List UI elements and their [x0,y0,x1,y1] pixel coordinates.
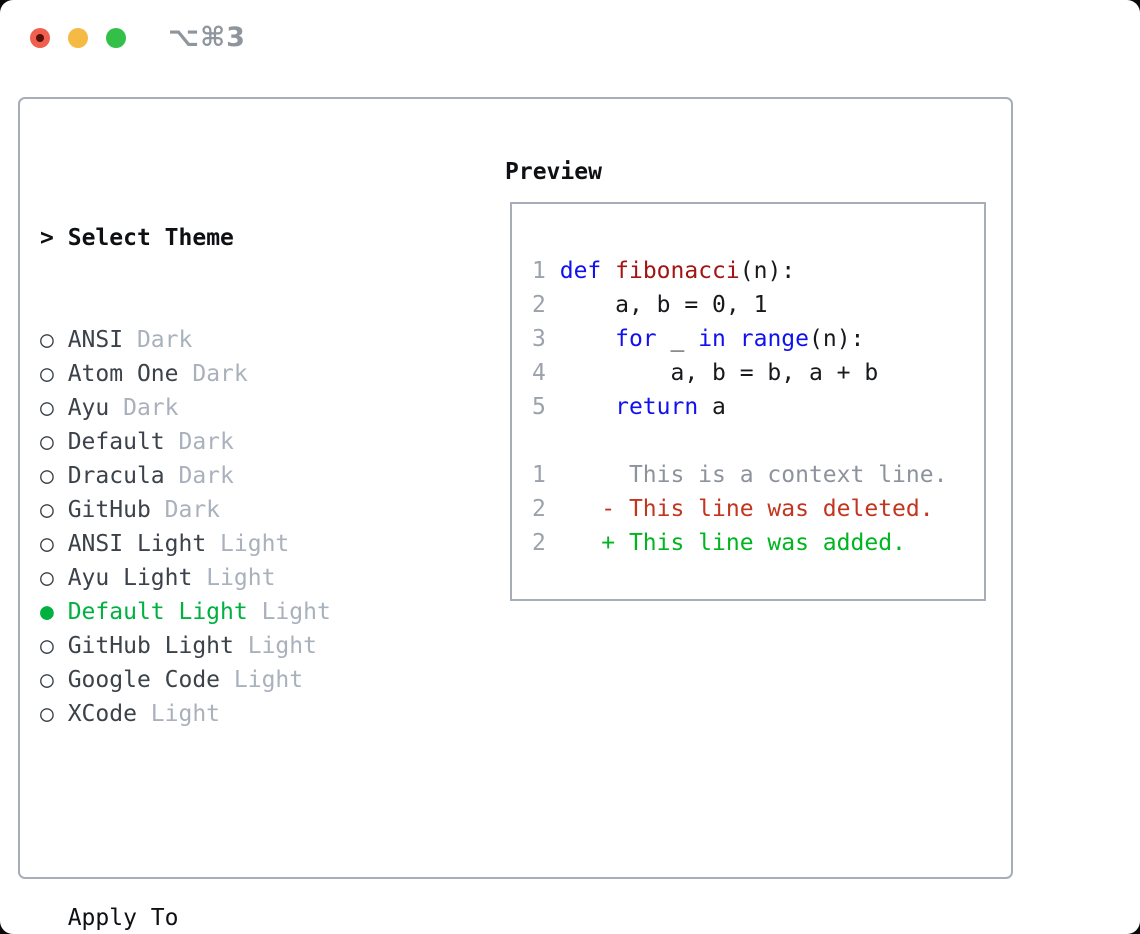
theme-name: Google Code [53,667,234,693]
code-token: return [615,394,699,420]
code-token: def [559,258,602,284]
theme-option-github[interactable]: ○ GitHub Dark [40,493,428,527]
preview-header: Preview [505,159,602,185]
theme-variant: Dark [136,327,193,353]
line-number: 2 [532,530,546,556]
radio-unselected-icon: ○ [40,531,54,557]
code-token: _ [656,326,699,352]
line-number: 2 [532,496,546,522]
radio-unselected-icon: ○ [40,429,54,455]
radio-selected-icon: ● [40,599,54,625]
line-number: 4 [532,360,546,386]
theme-variant: Light [233,667,304,693]
select-theme-header-label: Select Theme [67,225,234,251]
theme-name: ANSI Light [53,531,221,557]
apply-to-header-label: Apply To [67,905,179,931]
line-number: 1 [532,258,546,284]
radio-unselected-icon: ○ [40,463,54,489]
theme-option-xcode[interactable]: ○ XCode Light [40,697,428,731]
focus-caret: > [40,225,54,251]
theme-name: XCode [53,701,151,727]
apply-to-header: Apply To [40,901,428,934]
line-number: 3 [532,326,546,352]
theme-option-ansi-light[interactable]: ○ ANSI Light Light [40,527,428,561]
line-number: 1 [532,462,546,488]
code-token: fibonacci [615,258,740,284]
code-token [560,326,615,352]
theme-options-list: ○ ANSI Dark○ Atom One Dark○ Ayu Dark○ De… [40,323,428,731]
code-token: range [739,326,810,352]
line-number: 5 [532,394,546,420]
theme-variant: Dark [178,463,234,489]
theme-option-ayu-light[interactable]: ○ Ayu Light Light [40,561,428,595]
theme-variant: Dark [178,429,234,455]
theme-variant: Dark [192,361,248,387]
spacer [40,799,428,833]
radio-unselected-icon: ○ [40,395,54,421]
code-token [560,394,615,420]
radio-unselected-icon: ○ [40,361,54,387]
minimize-button[interactable] [68,28,88,48]
zoom-button[interactable] [106,28,126,48]
theme-name: Default [53,429,179,455]
theme-option-dracula[interactable]: ○ Dracula Dark [40,459,428,493]
theme-name: Ayu Light [53,565,207,591]
code-token: a, b = b, a + b [559,360,879,386]
window-title: ⌥⌘3 [168,22,246,53]
preview-box: 1 def fibonacci(n): 2 a, b = 0, 1 3 for … [510,202,986,601]
radio-unselected-icon: ○ [40,497,54,523]
theme-option-ansi[interactable]: ○ ANSI Dark [40,323,428,357]
radio-unselected-icon: ○ [40,633,54,659]
theme-list-column: > Select Theme ○ ANSI Dark○ Atom One Dar… [40,153,428,934]
preview-code: 1 def fibonacci(n): 2 a, b = 0, 1 3 for … [512,204,984,560]
code-token: a [698,394,726,420]
code-token: (n): [739,258,796,284]
code-token: for [615,326,657,352]
close-button[interactable] [30,28,50,48]
theme-variant: Dark [164,497,221,523]
theme-option-github-light[interactable]: ○ GitHub Light Light [40,629,428,663]
theme-option-default[interactable]: ○ Default Dark [40,425,428,459]
theme-variant: Light [220,531,290,557]
code-token [601,258,615,284]
theme-picker-panel: > Select Theme ○ ANSI Dark○ Atom One Dar… [18,97,1013,931]
line-number: 2 [532,292,546,318]
theme-variant: Light [206,565,276,591]
code-token: a, b = 0, 1 [559,292,768,318]
code-token: in [698,326,726,352]
code-token [726,326,740,352]
theme-name: ANSI [53,327,137,353]
select-theme-header: > Select Theme [40,221,428,255]
theme-variant: Light [261,599,331,625]
diff-deleted-text: - This line was deleted. [545,496,934,522]
theme-option-atom-one[interactable]: ○ Atom One Dark [40,357,428,391]
code-token: (n): [809,326,865,352]
radio-unselected-icon: ○ [40,701,54,727]
theme-option-default-light[interactable]: ● Default Light Light [40,595,428,629]
theme-name: Ayu [53,395,124,421]
theme-name: Atom One [53,361,193,387]
theme-variant: Light [150,701,221,727]
theme-name: GitHub [53,497,165,523]
theme-option-ayu[interactable]: ○ Ayu Dark [40,391,428,425]
diff-added-text: + This line was added. [545,530,906,556]
radio-unselected-icon: ○ [40,327,54,353]
titlebar[interactable]: ⌥⌘3 [0,0,1140,78]
theme-name: GitHub Light [53,633,248,659]
theme-name: Default Light [53,599,262,625]
theme-name: Dracula [53,463,179,489]
theme-variant: Dark [123,395,179,421]
radio-unselected-icon: ○ [40,667,54,693]
radio-unselected-icon: ○ [40,565,54,591]
theme-option-google-code[interactable]: ○ Google Code Light [40,663,428,697]
theme-variant: Light [247,633,317,659]
diff-context-text: This is a context line. [545,462,948,488]
